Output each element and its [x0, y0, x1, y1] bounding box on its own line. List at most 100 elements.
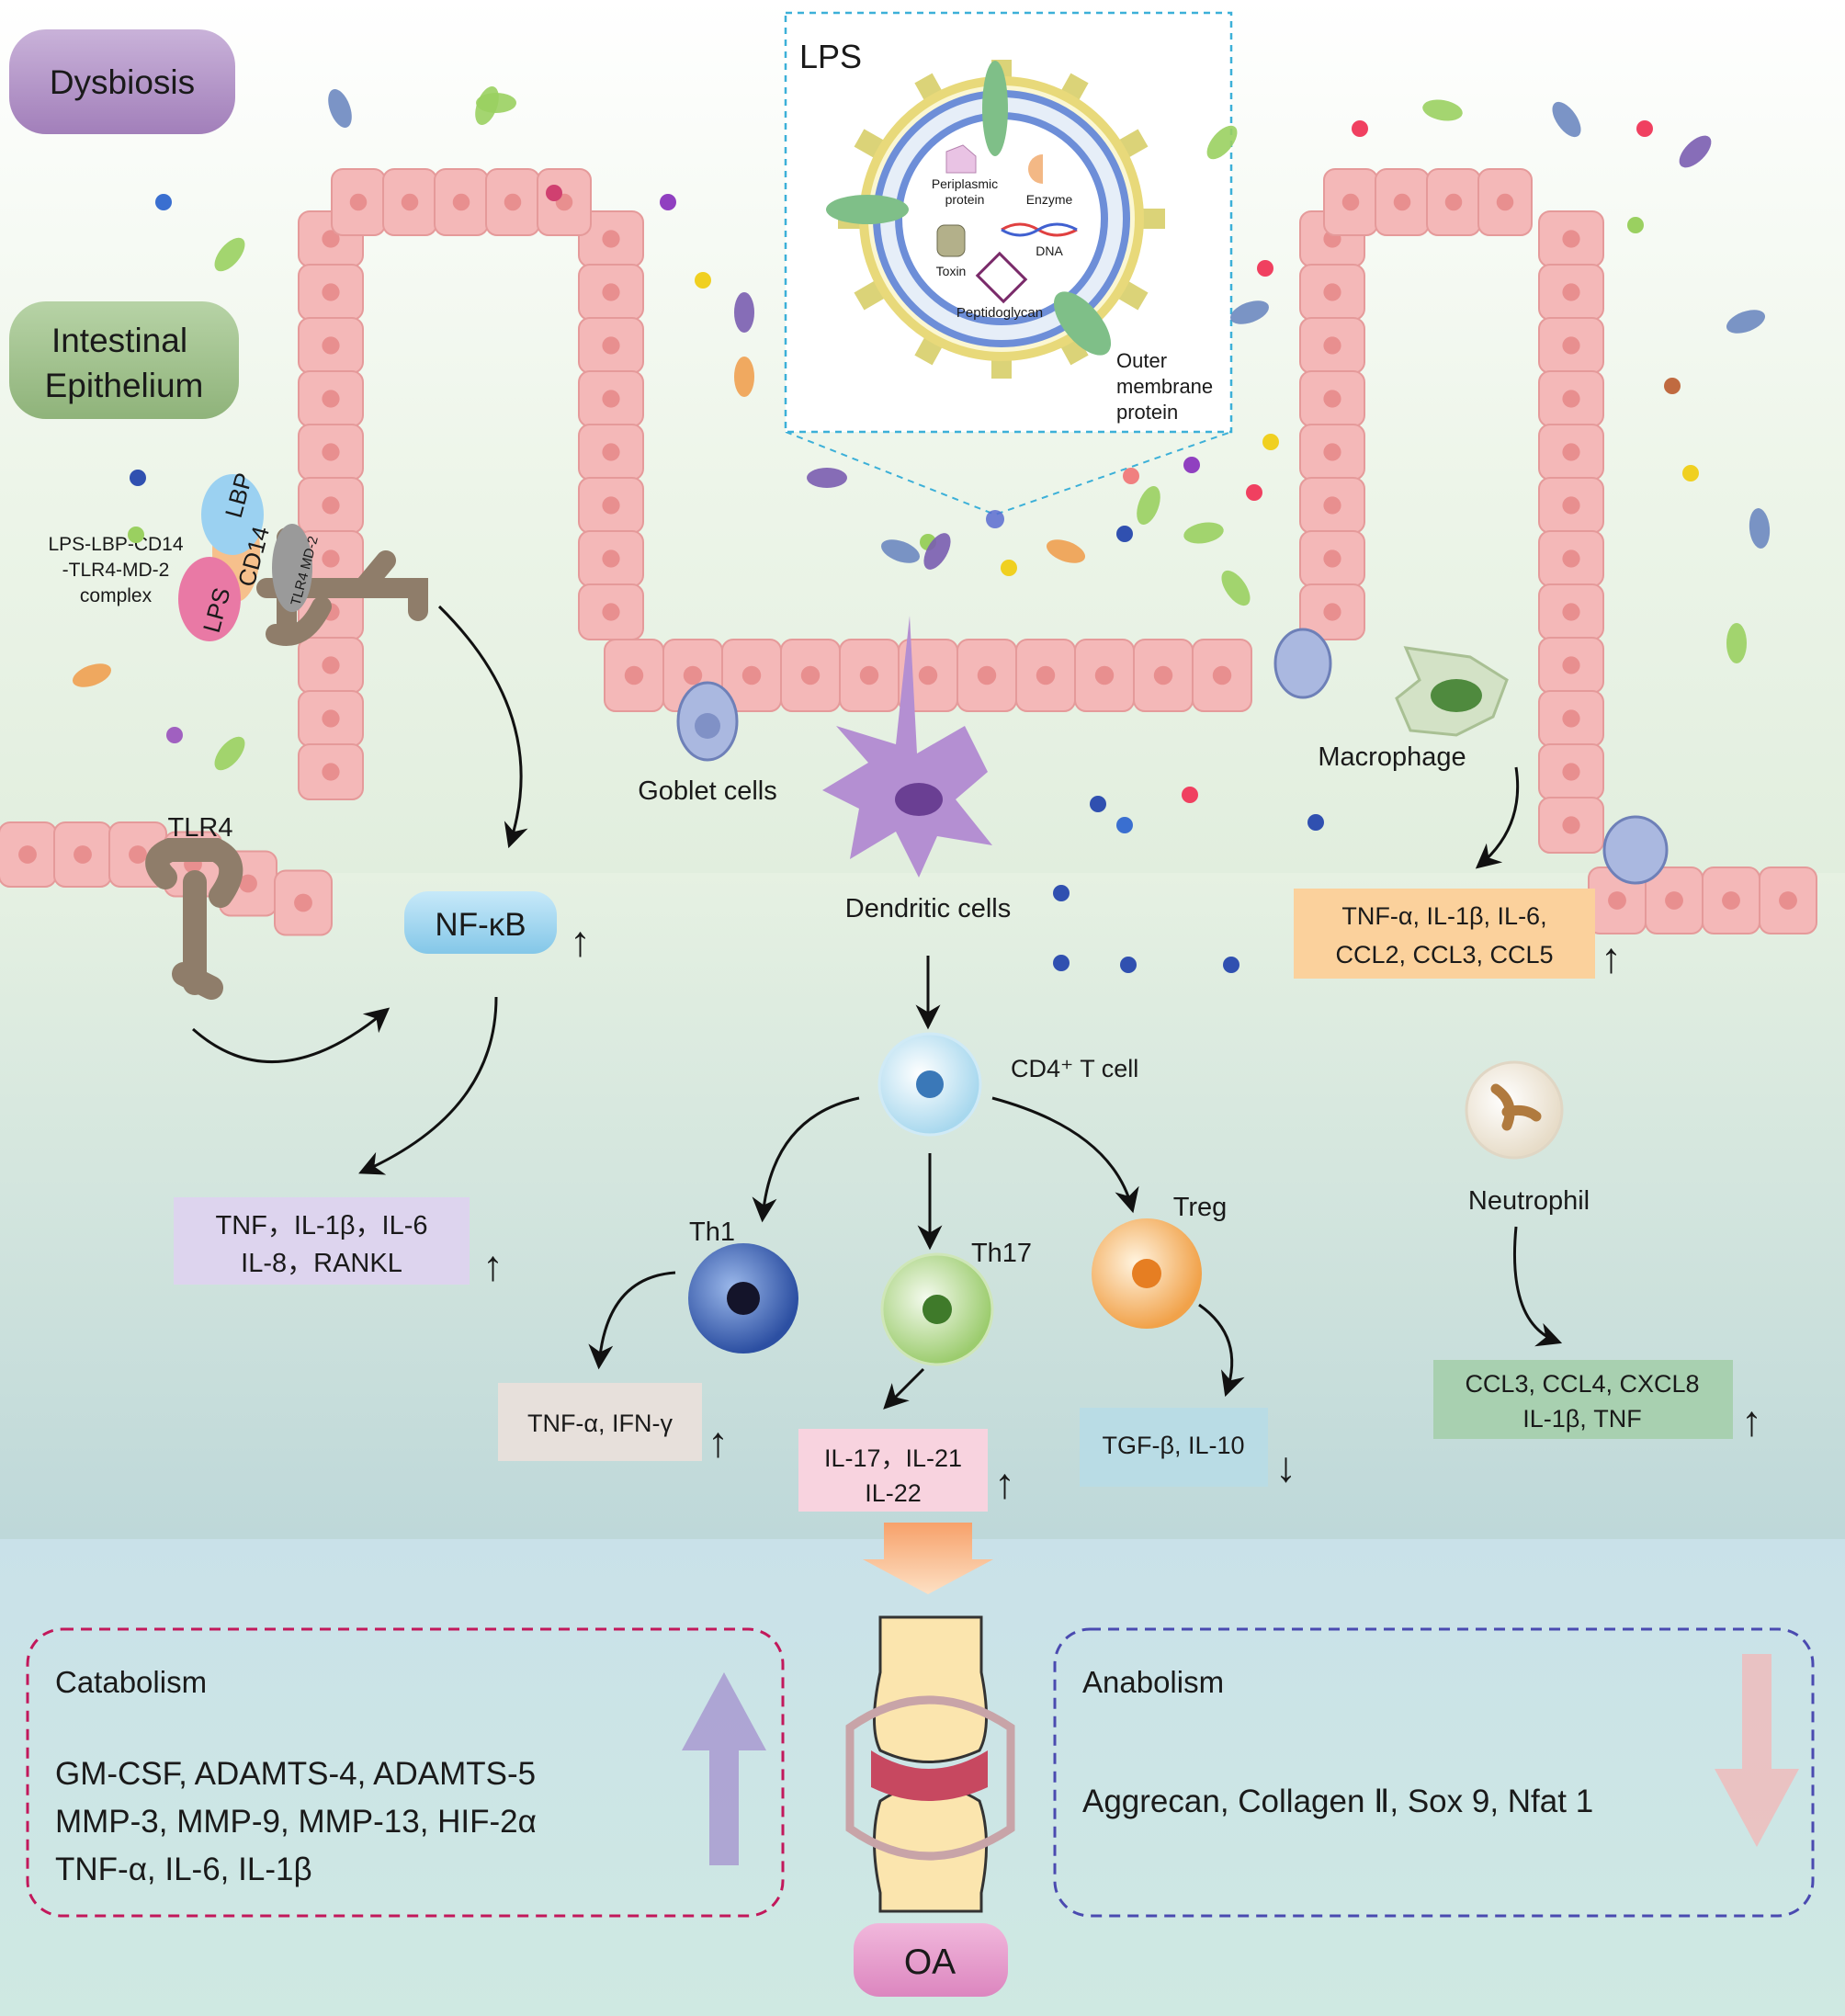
molecule-dot: [1262, 434, 1279, 450]
tlr4-receptor: TLR4: [145, 813, 243, 1000]
epithelial-cell: [485, 168, 540, 236]
epithelial-cell: [331, 168, 386, 236]
goblet-cell-right-lower: [1602, 815, 1669, 885]
epithelial-cell: [721, 639, 782, 712]
nfkb-up-arrow: ↑: [570, 917, 591, 965]
bacterium: [475, 85, 499, 126]
epithelial-cell: [1538, 477, 1604, 534]
epithelial-cell: [1538, 530, 1604, 587]
catabolism-up-arrow: [682, 1672, 766, 1865]
epithelial-cell: [1538, 424, 1604, 481]
epithelial-cell: [1299, 317, 1365, 374]
cd4-label: CD4⁺ T cell: [1011, 1055, 1138, 1082]
epithelial-cell: [1299, 530, 1365, 587]
bacterium: [1422, 99, 1463, 121]
bacterium: [1552, 101, 1581, 138]
catabolism-line2: MMP-3, MMP-9, MMP-13, HIF-2α: [55, 1804, 537, 1840]
nfkb-cytokine-up-arrow: ↑: [482, 1241, 504, 1289]
pathway-arrows: [192, 605, 1563, 1410]
svg-text:Intestinal: Intestinal: [51, 322, 187, 359]
molecule-dot: [660, 194, 676, 210]
epithelial-cell: [578, 264, 644, 321]
molecule-dot: [1001, 560, 1017, 576]
epithelial-cell: [1538, 583, 1604, 640]
epithelial-cell: [298, 424, 364, 481]
anabolism-down-arrow: [1715, 1654, 1799, 1847]
epithelial-cell: [1538, 637, 1604, 694]
molecule-dot: [1636, 120, 1653, 137]
molecule-dot: [155, 194, 172, 210]
dysbiosis-pill: Dysbiosis: [9, 29, 235, 134]
epithelial-cell: [578, 370, 644, 427]
neutrophil-up-arrow: ↑: [1741, 1397, 1762, 1444]
dendritic-cell: [822, 616, 992, 878]
molecule-dot: [1307, 814, 1324, 831]
toxin-label: Toxin: [936, 264, 967, 278]
bacterium: [734, 292, 754, 333]
th1-up-arrow: ↑: [707, 1418, 729, 1466]
epithelial-cell: [0, 821, 57, 888]
macrophage-up-arrow: ↑: [1601, 934, 1622, 981]
molecule-dot: [1116, 526, 1133, 542]
svg-text:TLR4: TLR4: [168, 813, 233, 843]
epithelial-cell: [1538, 797, 1604, 854]
epithelial-cell: [298, 690, 364, 747]
molecule-dot: [1120, 957, 1137, 973]
catabolism-line1: GM-CSF, ADAMTS-4, ADAMTS-5: [55, 1756, 536, 1792]
epithelial-cell: [956, 639, 1017, 712]
bacterium: [1749, 508, 1771, 549]
macrophage-label: Macrophage: [1318, 742, 1466, 772]
enzyme-label: Enzyme: [1026, 192, 1073, 207]
epithelial-cell: [298, 743, 364, 800]
outer-membrane-label: Outer: [1116, 349, 1167, 372]
neutrophil-label: Neutrophil: [1468, 1186, 1590, 1216]
epithelial-cell: [1759, 866, 1817, 934]
epithelial-cell: [1299, 583, 1365, 640]
neutrophil-cell: [1465, 1060, 1564, 1160]
bacterium: [328, 88, 352, 129]
epithelial-cell: [780, 639, 841, 712]
molecule-dot: [546, 185, 562, 201]
molecule-dot: [1183, 457, 1200, 473]
molecule-dot: [1053, 955, 1070, 971]
bacterium: [72, 663, 112, 687]
molecule-dot: [1116, 817, 1133, 833]
dendritic-label: Dendritic cells: [845, 894, 1012, 923]
epithelial-cell: [298, 477, 364, 534]
th17-cell: [880, 1252, 994, 1366]
nfkb-cytokines-1: TNF，IL-1β，IL-6: [216, 1211, 428, 1240]
molecule-dot: [130, 470, 146, 486]
molecule-dot: [695, 272, 711, 289]
th1-label: Th1: [689, 1218, 735, 1247]
bacterium: [1726, 623, 1747, 663]
epithelial-cell: [1477, 168, 1533, 236]
molecule-dot: [1257, 260, 1273, 277]
goblet-label: Goblet cells: [638, 776, 777, 806]
dna-label: DNA: [1036, 244, 1063, 258]
epithelial-cell: [1192, 639, 1252, 712]
epithelial-cell: [298, 370, 364, 427]
bacterium: [214, 237, 245, 272]
th17-label: Th17: [971, 1239, 1032, 1268]
molecule-dot: [1682, 465, 1699, 481]
neutrophil-cytokines-2: IL-1β, TNF: [1522, 1405, 1642, 1433]
epithelial-cell: [298, 637, 364, 694]
epithelial-cell: [1015, 639, 1076, 712]
bacterium: [923, 533, 951, 570]
epithelial-cell: [274, 869, 333, 936]
svg-text:Dysbiosis: Dysbiosis: [50, 63, 195, 101]
th1-cytokine-box: [498, 1383, 702, 1461]
bacterium: [1137, 485, 1160, 526]
treg-cytokine-box: [1080, 1408, 1268, 1487]
knee-joint: [845, 1615, 1015, 1913]
oa-pill: OA: [854, 1923, 1008, 1997]
bacterium: [1726, 310, 1766, 334]
epithelial-cell: [434, 168, 489, 236]
nfkb-cytokine-box: [174, 1197, 470, 1285]
peptidoglycan-label: Peptidoglycan: [956, 305, 1043, 321]
epithelial-cell: [1299, 370, 1365, 427]
epithelial-cell: [578, 317, 644, 374]
lps-complex: LPS-LBP-CD14 -TLR4-MD-2 complex LBP CD14…: [48, 470, 428, 646]
epithelial-cell: [578, 530, 644, 587]
orange-down-arrow: [863, 1523, 993, 1594]
